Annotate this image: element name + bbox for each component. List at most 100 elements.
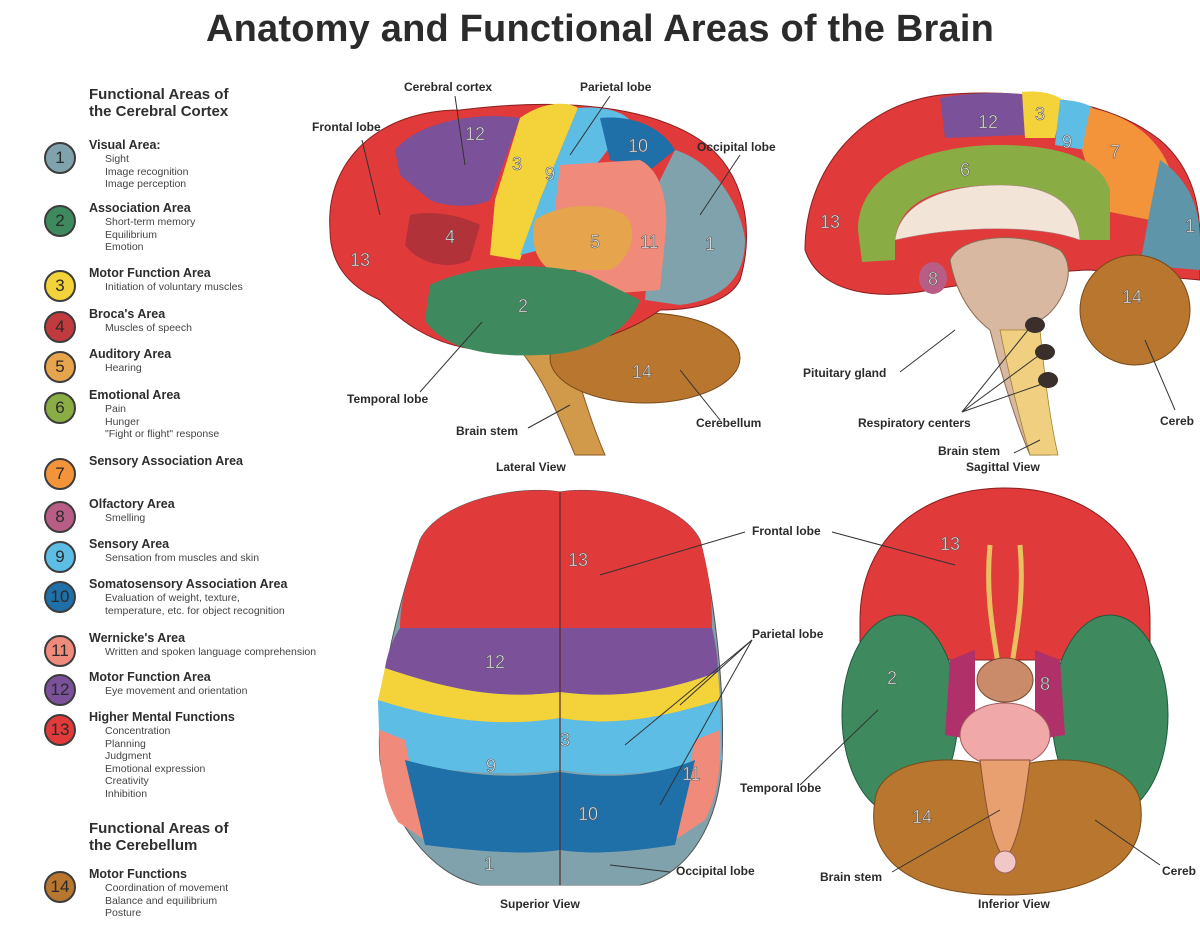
legend-item-name: Olfactory Area — [89, 497, 175, 511]
legend-number-badge: 14 — [44, 871, 76, 903]
legend-item-detail: Eye movement and orientation — [105, 685, 248, 697]
svg-text:2: 2 — [887, 668, 897, 688]
svg-text:3: 3 — [1035, 104, 1045, 124]
svg-text:1: 1 — [484, 854, 494, 874]
legend-item-detail: Sight — [105, 153, 129, 165]
legend-number-badge: 6 — [44, 392, 76, 424]
svg-text:7: 7 — [1110, 142, 1120, 162]
label-cerebral-cortex: Cerebral cortex — [404, 80, 493, 94]
label-respiratory-centers: Respiratory centers — [858, 416, 971, 430]
legend-item-detail: Muscles of speech — [105, 322, 192, 334]
label-cerebellum-lateral: Cerebellum — [696, 416, 762, 430]
svg-text:9: 9 — [486, 756, 496, 776]
legend-item-name: Auditory Area — [89, 347, 172, 361]
legend-item-detail: Judgment — [105, 750, 152, 762]
legend-number-badge: 5 — [44, 351, 76, 383]
lateral-view-illustration: 12 3 9 10 4 5 11 1 13 2 14 — [329, 95, 747, 456]
legend-item-name: Association Area — [89, 201, 191, 215]
svg-text:12: 12 — [978, 112, 998, 132]
legend-item-detail: Emotion — [105, 241, 144, 253]
legend-item-detail: "Fight or flight" response — [105, 428, 220, 440]
legend-number-badge: 12 — [44, 674, 76, 706]
svg-text:1: 1 — [705, 234, 715, 254]
legend-item-detail: Initiation of voluntary muscles — [105, 281, 243, 293]
svg-text:12: 12 — [485, 652, 505, 672]
legend-item-name: Wernicke's Area — [89, 631, 186, 645]
legend-cerebellum-heading: Functional Areas of the Cerebellum — [89, 820, 229, 854]
svg-text:4: 4 — [445, 227, 455, 247]
svg-text:5: 5 — [590, 232, 600, 252]
legend-item-detail: Sensation from muscles and skin — [105, 552, 260, 564]
label-cerebellum-inferior: Cereb — [1162, 864, 1197, 878]
legend-item-detail: Hunger — [105, 415, 140, 428]
legend-item-detail: Smelling — [105, 512, 146, 524]
label-brain-stem-lateral: Brain stem — [456, 424, 519, 438]
label-brain-stem-inferior: Brain stem — [820, 870, 883, 884]
legend-item-name: Visual Area: — [89, 138, 161, 152]
legend-item-detail: Image recognition — [105, 165, 189, 178]
label-occipital-lobe-lateral: Occipital lobe — [697, 140, 776, 154]
svg-text:13: 13 — [940, 534, 960, 554]
legend-item-name: Sensory Area — [89, 537, 170, 551]
legend-cortex-heading: Functional Areas of the Cerebral Cortex — [89, 86, 229, 120]
label-temporal-lobe-inferior: Temporal lobe — [740, 781, 822, 795]
legend-number-badge: 1 — [44, 142, 76, 174]
legend-item-detail: Image perception — [105, 178, 187, 190]
legend-item-detail: Short-term memory — [105, 216, 196, 228]
legend-item-detail: Creativity — [105, 775, 149, 787]
legend-number-badge: 4 — [44, 311, 76, 343]
label-frontal-lobe-superior: Frontal lobe — [752, 524, 821, 538]
view-title-lateral: Lateral View — [496, 460, 566, 474]
svg-text:10: 10 — [628, 136, 648, 156]
legend-number-badge: 11 — [44, 635, 76, 667]
svg-text:1: 1 — [1185, 216, 1195, 236]
svg-text:3: 3 — [512, 154, 522, 174]
sagittal-view-illustration: 12 3 9 7 6 13 8 14 1 — [804, 91, 1200, 456]
legend-item-name: Higher Mental Functions — [89, 710, 235, 724]
svg-text:6: 6 — [960, 160, 970, 180]
svg-text:9: 9 — [545, 164, 555, 184]
superior-view-illustration: 13 12 3 9 11 10 1 — [378, 489, 753, 886]
svg-text:11: 11 — [640, 232, 659, 252]
legend-item-name: Motor Functions — [89, 867, 187, 881]
legend-number-badge: 3 — [44, 270, 76, 302]
inferior-view-illustration: 13 2 8 14 — [799, 487, 1169, 896]
legend-item-detail: Pain — [105, 403, 127, 415]
label-parietal-lobe-lateral: Parietal lobe — [580, 80, 652, 94]
legend-item-name: Somatosensory Association Area — [89, 577, 288, 591]
legend-number-badge: 13 — [44, 714, 76, 746]
legend-number-badge: 8 — [44, 501, 76, 533]
label-parietal-lobe-superior: Parietal lobe — [752, 627, 824, 641]
legend-item-detail: Coordination of movement — [105, 882, 229, 894]
svg-text:14: 14 — [912, 807, 932, 827]
legend-item-detail: Concentration — [105, 725, 171, 737]
svg-text:8: 8 — [1040, 674, 1050, 694]
svg-text:13: 13 — [820, 212, 840, 232]
legend-number-badge: 7 — [44, 458, 76, 490]
legend-item-detail: Planning — [105, 737, 146, 750]
svg-text:13: 13 — [350, 250, 370, 270]
legend-item-detail: temperature, etc. for object recognition — [105, 604, 285, 617]
svg-text:10: 10 — [578, 804, 598, 824]
legend-item-detail: Posture — [105, 907, 142, 919]
view-title-inferior: Inferior View — [978, 897, 1050, 911]
legend-item-name: Broca's Area — [89, 307, 166, 321]
legend-item-detail: Equilibrium — [105, 228, 157, 241]
view-title-superior: Superior View — [500, 897, 580, 911]
legend-item-detail: Hearing — [105, 362, 142, 374]
view-title-sagittal: Sagittal View — [966, 460, 1040, 474]
legend-item-detail: Balance and equilibrium — [105, 894, 218, 907]
label-temporal-lobe-lateral: Temporal lobe — [347, 392, 429, 406]
svg-text:2: 2 — [518, 296, 528, 316]
legend-item-detail: Emotional expression — [105, 762, 206, 775]
legend-number-badge: 9 — [44, 541, 76, 573]
label-cerebellum-sagittal: Cereb — [1160, 414, 1195, 428]
svg-text:12: 12 — [465, 124, 485, 144]
legend-item-name: Motor Function Area — [89, 670, 211, 684]
page-title: Anatomy and Functional Areas of the Brai… — [206, 8, 994, 50]
svg-text:13: 13 — [568, 550, 588, 570]
label-occipital-lobe-superior: Occipital lobe — [676, 864, 755, 878]
label-brain-stem-sagittal: Brain stem — [938, 444, 1001, 458]
legend-item-detail: Evaluation of weight, texture, — [105, 592, 240, 604]
legend-item-name: Emotional Area — [89, 388, 181, 402]
